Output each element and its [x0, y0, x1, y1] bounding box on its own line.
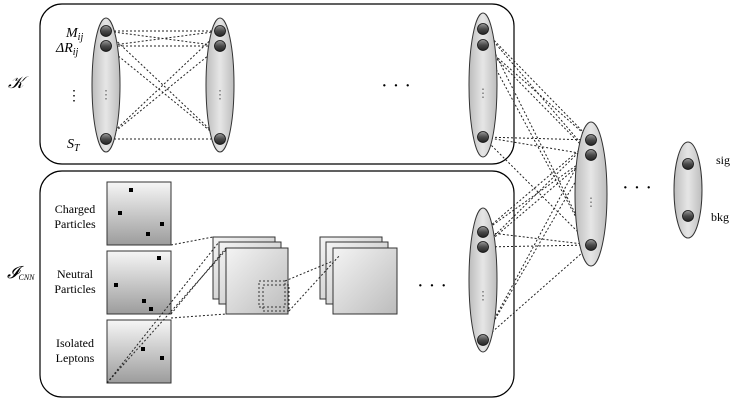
layer-vdots: ⋮: [100, 88, 112, 102]
kinematic-panel: [39, 3, 515, 165]
channel-image-charged: [106, 181, 172, 246]
combined-ellipsis: · · ·: [622, 177, 652, 199]
neuron-node: [477, 226, 489, 238]
neuron-node: [214, 25, 226, 37]
image-symbol: 𝓘CNN: [7, 263, 35, 282]
layer-vdots: ⋮: [477, 289, 489, 303]
layer-ellipse: [468, 12, 498, 158]
neuron-node: [214, 40, 226, 52]
output-layer: [673, 141, 703, 239]
kin-input-layer: ⋮: [91, 17, 121, 153]
connection-line: [482, 136, 592, 246]
output-label-bkg: bkg: [711, 210, 729, 224]
layer-vdots: ⋮: [477, 86, 489, 100]
feature-label-st: ST: [67, 137, 81, 154]
layer-vdots: ⋮: [585, 195, 597, 209]
connection-line: [105, 30, 221, 47]
neuron-node: [100, 25, 112, 37]
layer-ellipse: [673, 141, 703, 239]
feature-vdots: ⋮: [67, 89, 81, 104]
neuron-node: [214, 133, 226, 145]
output-label-sig: sig: [716, 153, 730, 167]
connection-line: [482, 28, 592, 246]
layer-ellipse: [91, 17, 121, 153]
neuron-node: [585, 134, 597, 146]
image-ellipsis: · · ·: [417, 275, 447, 297]
neuron-node: [585, 239, 597, 251]
layer-ellipse: [468, 207, 498, 353]
neuron-node: [100, 40, 112, 52]
kinematic-symbol: 𝒦: [8, 73, 29, 92]
channel-image-neutral: [106, 250, 172, 315]
neuron-node: [100, 133, 112, 145]
kin-last-layer: ⋮: [468, 12, 498, 158]
neuron-node: [477, 23, 489, 35]
neuron-node: [682, 210, 694, 222]
conv-receptive-lines: [106, 236, 341, 384]
layer-ellipse: [574, 121, 608, 267]
combined-layer: ⋮: [574, 121, 608, 267]
connection-line: [482, 28, 592, 141]
connection-line: [482, 139, 592, 248]
kin-hidden-layer-1: ⋮: [205, 17, 235, 153]
connection-line: [482, 44, 592, 246]
conv-feature-maps-1: [212, 236, 290, 315]
channel-image-leptons: [106, 319, 172, 384]
connection-line: [482, 44, 592, 156]
kinematic-ellipsis: · · ·: [381, 75, 411, 97]
neuron-node: [477, 241, 489, 253]
layer-vdots: ⋮: [214, 88, 226, 102]
neuron-node: [682, 158, 694, 170]
neuron-node: [477, 39, 489, 51]
connection-line: [482, 139, 592, 341]
connection-line: [105, 45, 221, 140]
neuron-node: [477, 334, 489, 346]
layer-ellipse: [205, 17, 235, 153]
conv-feature-maps-2: [319, 236, 398, 315]
neuron-node: [585, 149, 597, 161]
neuron-node: [477, 131, 489, 143]
feature-label-mass: Mij: [65, 26, 83, 43]
feature-label-delta-r: ΔRij: [55, 41, 79, 58]
cnn-last-layer: ⋮: [468, 207, 498, 353]
